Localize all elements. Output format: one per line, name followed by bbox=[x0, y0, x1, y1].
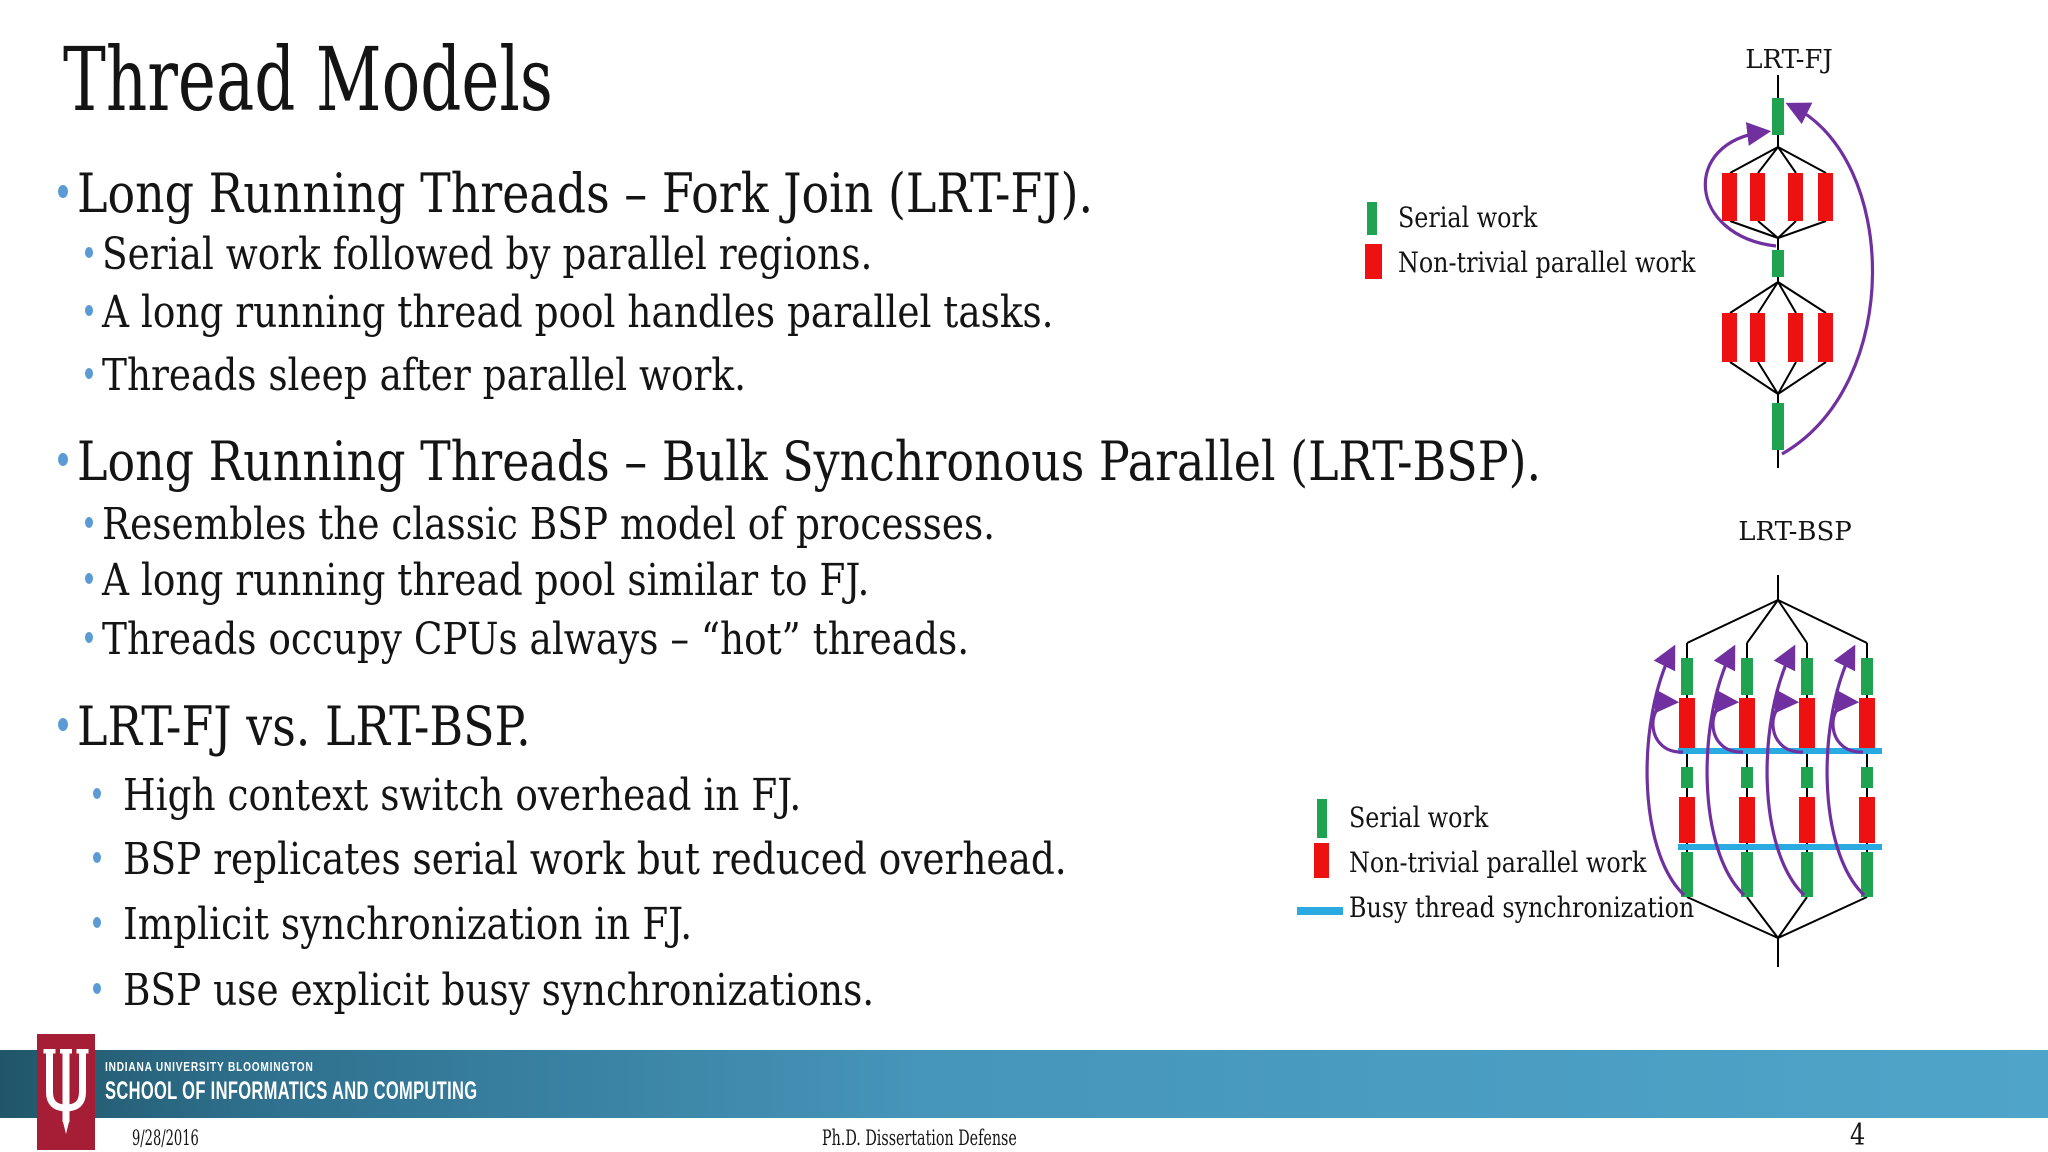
bullet-icon bbox=[85, 517, 93, 528]
bullet-heading-fj: Long Running Threads – Fork Join (LRT-FJ… bbox=[0, 162, 2048, 225]
bullet-icon bbox=[85, 573, 93, 584]
bsp-parallel-bars bbox=[1679, 698, 1875, 843]
fj-serial-bars bbox=[1772, 98, 1784, 450]
serial-work-swatch bbox=[1317, 799, 1327, 838]
footer-org-line2: SCHOOL OF INFORMATICS AND COMPUTING bbox=[105, 1077, 478, 1105]
fj-parallel-bars bbox=[1722, 173, 1833, 362]
lrt-fj-label: LRT-FJ bbox=[1745, 45, 1833, 75]
page-title-text: Thread Models bbox=[63, 28, 553, 131]
bullet-heading-bsp: Long Running Threads – Bulk Synchronous … bbox=[0, 430, 2048, 493]
bullet-item: High context switch overhead in FJ. bbox=[0, 770, 2048, 822]
fj-loop-arrows bbox=[1703, 102, 1875, 456]
lrt-fj-diagram bbox=[1703, 75, 1875, 468]
iu-logo bbox=[37, 1034, 95, 1150]
bullet-icon bbox=[85, 247, 93, 258]
page-title: Thread Models bbox=[0, 28, 2048, 131]
bullet-item: A long running thread pool handles paral… bbox=[0, 287, 2048, 339]
bsp-wires bbox=[1686, 575, 1868, 967]
bullet-icon bbox=[85, 305, 93, 316]
bullet-icon bbox=[93, 917, 101, 928]
bullet-icon bbox=[93, 852, 101, 863]
bullet-icon bbox=[58, 453, 68, 466]
iu-trident-icon bbox=[43, 1049, 89, 1134]
parallel-work-swatch bbox=[1314, 843, 1329, 878]
legend-busy-sync: Busy thread synchronization bbox=[1349, 891, 1695, 924]
page-number: 4 bbox=[1850, 1118, 1866, 1152]
busy-sync-swatch bbox=[1297, 907, 1343, 915]
legend-serial-work: Serial work bbox=[1398, 201, 1538, 234]
bullet-icon bbox=[85, 632, 93, 643]
bullet-item: Threads occupy CPUs always – “hot” threa… bbox=[0, 614, 2048, 666]
bullet-item: BSP replicates serial work but reduced o… bbox=[0, 834, 2048, 886]
fj-wires bbox=[1729, 75, 1827, 468]
legend-parallel-work: Non-trivial parallel work bbox=[1398, 246, 1696, 279]
bullet-item: Resembles the classic BSP model of proce… bbox=[0, 499, 2048, 551]
parallel-work-swatch bbox=[1365, 244, 1382, 279]
footer-center-text: Ph.D. Dissertation Defense bbox=[822, 1126, 1017, 1150]
bullet-item: Implicit synchronization in FJ. bbox=[0, 899, 2048, 951]
bullet-item: Threads sleep after parallel work. bbox=[0, 350, 2048, 402]
lrt-bsp-diagram bbox=[1645, 575, 1882, 967]
bullet-icon bbox=[58, 718, 68, 731]
bullet-heading-vs: LRT-FJ vs. LRT-BSP. bbox=[0, 695, 2048, 758]
bullet-icon bbox=[58, 185, 68, 198]
bullet-icon bbox=[93, 983, 101, 994]
bullet-icon bbox=[93, 788, 101, 799]
legend-parallel-work: Non-trivial parallel work bbox=[1349, 846, 1647, 879]
bsp-serial-bars bbox=[1681, 658, 1873, 897]
legend-serial-work: Serial work bbox=[1349, 801, 1489, 834]
footer-date: 9/28/2016 bbox=[132, 1126, 199, 1150]
footer-banner bbox=[0, 1050, 2048, 1118]
bullet-item: Serial work followed by parallel regions… bbox=[0, 229, 2048, 281]
lrt-bsp-label: LRT-BSP bbox=[1738, 517, 1852, 547]
serial-work-swatch bbox=[1367, 202, 1377, 235]
bullet-icon bbox=[85, 368, 93, 379]
footer-org-line1: INDIANA UNIVERSITY BLOOMINGTON bbox=[105, 1059, 314, 1074]
bsp-loop-arrows bbox=[1645, 644, 1866, 897]
bullet-item: BSP use explicit busy synchronizations. bbox=[0, 965, 2048, 1017]
bullet-item: A long running thread pool similar to FJ… bbox=[0, 555, 2048, 607]
